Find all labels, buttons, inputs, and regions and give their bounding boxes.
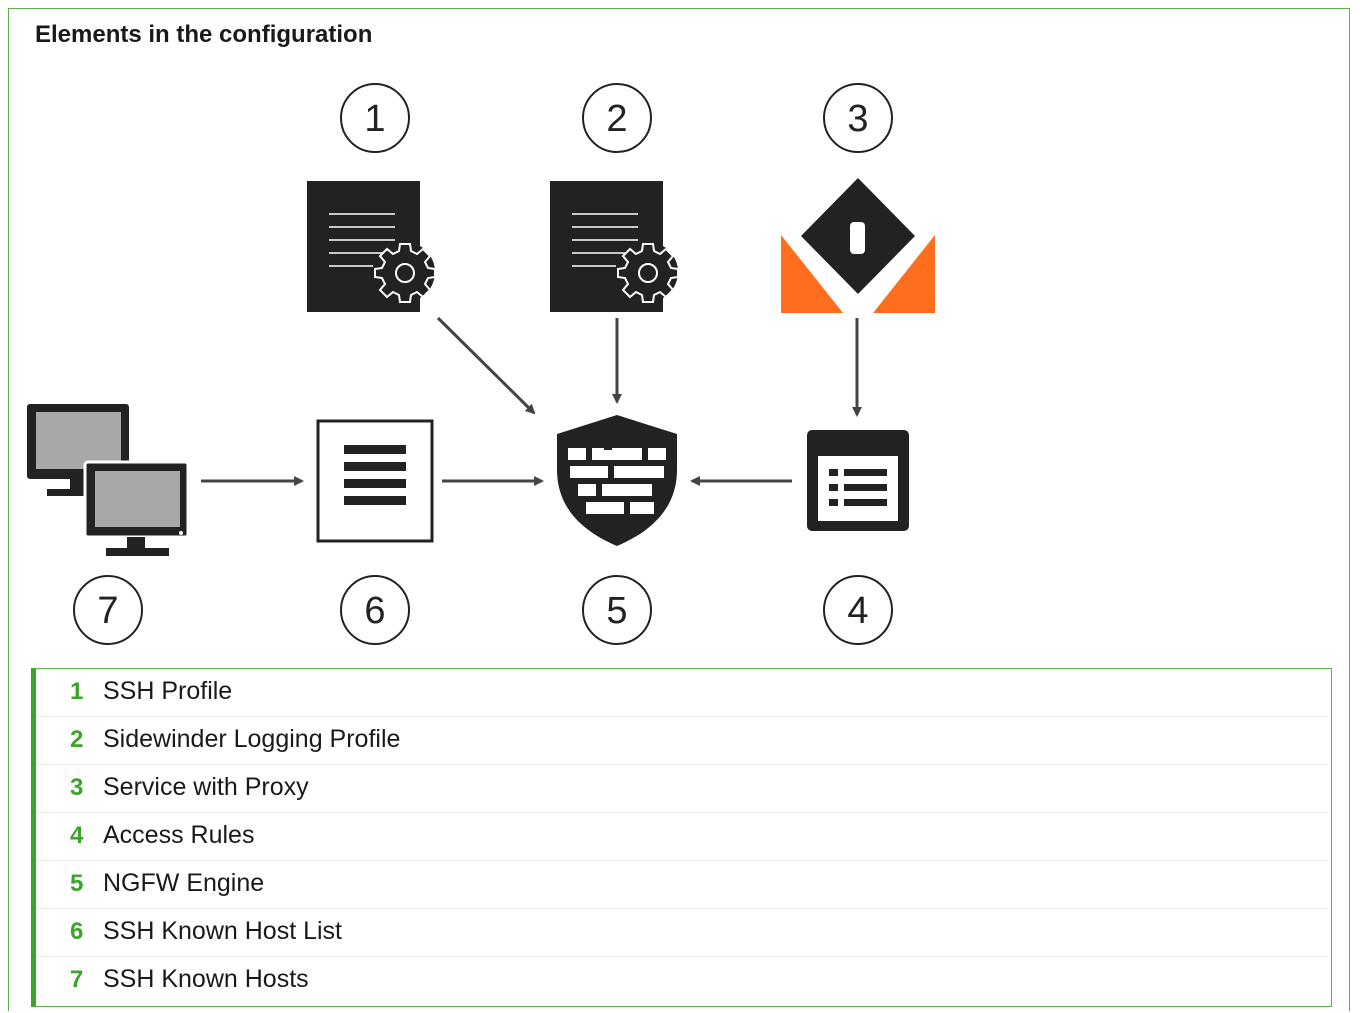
- legend-item: 4 Access Rules: [36, 813, 1331, 861]
- svg-text:5: 5: [606, 590, 627, 632]
- legend-label: NGFW Engine: [103, 869, 265, 897]
- legend-label: Access Rules: [103, 821, 255, 849]
- access-rules-icon: [807, 430, 909, 531]
- legend-number: 5: [70, 870, 84, 897]
- service-proxy-icon: [781, 178, 935, 313]
- legend-label: Sidewinder Logging Profile: [103, 725, 401, 753]
- legend-label: SSH Known Host List: [103, 917, 342, 945]
- legend-item: 3 Service with Proxy: [36, 765, 1331, 813]
- legend-item: 7 SSH Known Hosts: [36, 957, 1331, 1005]
- legend-number: 4: [70, 822, 84, 849]
- divider: [36, 908, 1331, 909]
- divider: [36, 860, 1331, 861]
- divider: [36, 956, 1331, 957]
- configuration-diagram: 1 2 3 7 6 5 4: [27, 83, 935, 645]
- figure-frame: [8, 8, 1350, 1011]
- svg-text:2: 2: [606, 98, 627, 140]
- node-number-5: 5: [582, 575, 652, 645]
- firewall-shield-icon: [557, 415, 677, 546]
- legend-item: 6 SSH Known Host List: [36, 909, 1331, 957]
- legend-number: 1: [70, 678, 84, 705]
- node-number-3: 3: [823, 83, 893, 153]
- legend-item: 5 NGFW Engine: [36, 861, 1331, 909]
- svg-text:6: 6: [364, 590, 385, 632]
- legend-number: 7: [70, 966, 84, 993]
- svg-text:3: 3: [847, 98, 868, 140]
- legend-label: Service with Proxy: [103, 773, 309, 801]
- svg-text:4: 4: [847, 590, 868, 632]
- legend-number: 2: [70, 726, 84, 753]
- list-document-icon: [316, 419, 434, 543]
- legend-item: 2 Sidewinder Logging Profile: [36, 717, 1331, 765]
- computers-icon: [27, 404, 190, 556]
- document-gear-icon: [307, 181, 436, 312]
- legend-number: 6: [70, 918, 84, 945]
- node-number-2: 2: [582, 83, 652, 153]
- document-gear-icon: [550, 181, 679, 312]
- node-number-7: 7: [73, 575, 143, 645]
- node-number-4: 4: [823, 575, 893, 645]
- divider: [36, 812, 1331, 813]
- legend-label: SSH Known Hosts: [103, 965, 309, 993]
- legend-item: 1 SSH Profile: [36, 669, 1331, 717]
- legend-label: SSH Profile: [103, 677, 233, 705]
- node-number-1: 1: [340, 83, 410, 153]
- edge-1-to-5: [436, 316, 536, 415]
- divider: [36, 716, 1331, 717]
- legend-list: 1 SSH Profile 2 Sidewinder Logging Profi…: [31, 668, 1332, 1007]
- svg-text:1: 1: [364, 98, 385, 140]
- divider: [36, 764, 1331, 765]
- figure-title: Elements in the configuration: [35, 21, 373, 48]
- node-number-6: 6: [340, 575, 410, 645]
- legend-number: 3: [70, 774, 84, 801]
- svg-text:7: 7: [97, 590, 118, 632]
